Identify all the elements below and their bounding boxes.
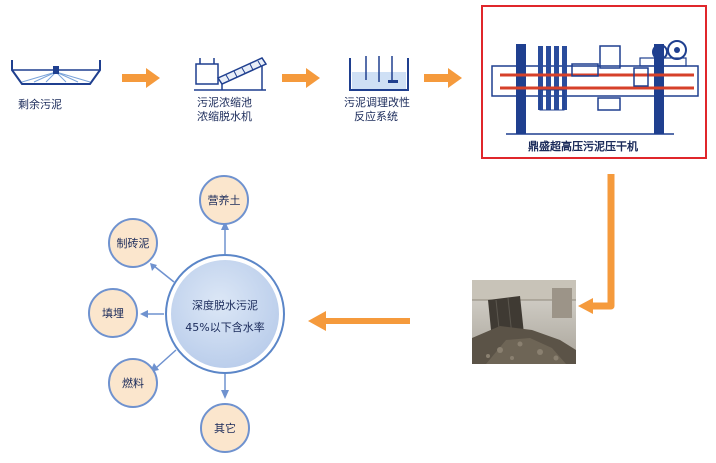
filter-press-icon (491, 40, 699, 135)
output-fuel: 燃料 (108, 358, 158, 408)
dewatered-sludge-photo (472, 280, 576, 364)
step-label-reaction-system: 反应系统 (354, 109, 398, 123)
hub-label-deep-dewatered: 深度脱水污泥 (192, 298, 258, 312)
svg-text:填埋: 填埋 (102, 306, 124, 320)
svg-text:制砖泥: 制砖泥 (117, 236, 150, 250)
screw-press-icon (194, 57, 268, 91)
flow-arrow-2 (282, 68, 320, 88)
step-label-dewatering-machine: 浓缩脱水机 (197, 109, 252, 123)
flow-arrow-to-photo (590, 174, 615, 310)
output-brick-mud: 制砖泥 (108, 218, 158, 268)
svg-text:其它: 其它 (214, 421, 236, 435)
conditioning-tank-icon (349, 56, 409, 91)
flow-arrow-to-hub (308, 311, 410, 331)
svg-text:燃料: 燃料 (122, 376, 144, 390)
sedimentation-tank-icon (11, 60, 101, 85)
output-other: 其它 (200, 403, 250, 453)
dewatered-sludge-hub (167, 256, 283, 372)
output-nutrient-soil: 营养土 (199, 175, 249, 225)
svg-text:营养土: 营养土 (208, 193, 241, 207)
hub-label-moisture: 45%以下含水率 (185, 320, 264, 334)
step-label-residual-sludge: 剩余污泥 (18, 97, 62, 111)
step-label-filter-press: 鼎盛超高压污泥压干机 (528, 139, 638, 153)
filter-press-highlight-frame (481, 5, 707, 159)
step-label-thickener: 污泥浓缩池 (197, 96, 252, 109)
step-label-conditioning: 污泥调理改性 (344, 95, 410, 109)
output-landfill: 填埋 (88, 288, 138, 338)
flow-arrow-1 (122, 68, 160, 88)
flow-arrow-3 (424, 68, 462, 88)
